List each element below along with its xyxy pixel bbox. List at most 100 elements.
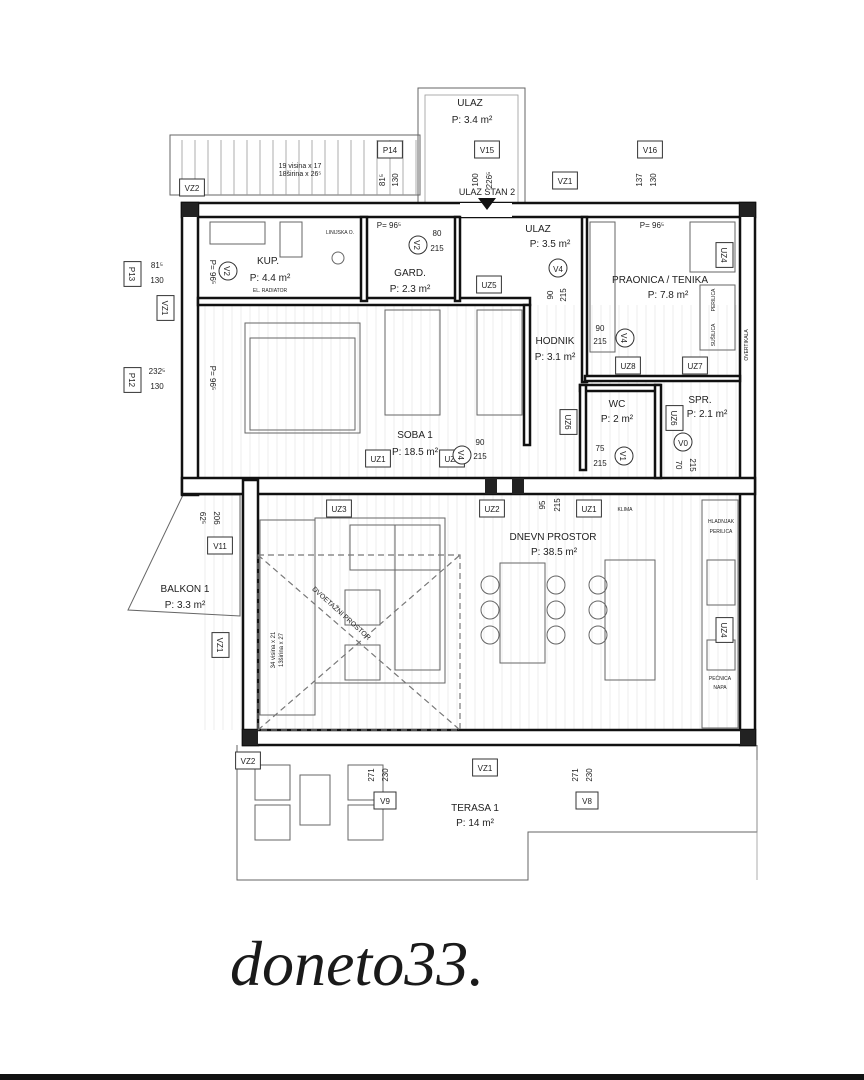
tag-box: [373, 791, 397, 810]
door-marker: [548, 258, 568, 278]
room-area: P: 3.3 m²: [165, 600, 206, 611]
element-tag: VZ1: [160, 301, 169, 316]
room-area: P: 3.5 m²: [530, 239, 571, 250]
element-tag: VZ2: [241, 757, 256, 766]
element-tag: V16: [643, 146, 658, 155]
door-label: V2: [412, 240, 421, 250]
element-tag: V8: [582, 797, 592, 806]
room-area: P: 3.1 m²: [535, 352, 576, 363]
tag-box: [156, 295, 175, 321]
dimension-label: 62⁵: [198, 512, 207, 524]
door-label: V1: [618, 451, 627, 461]
element-tag: UZ3: [331, 505, 347, 514]
room-name: SOBA 1: [397, 430, 433, 441]
door-marker: [673, 432, 693, 452]
room-name: HODNIK: [536, 336, 575, 347]
tag-box: [615, 356, 641, 375]
element-tag: V11: [213, 542, 227, 551]
plan-note: ULAZ STAN 2: [459, 187, 515, 197]
dimension-label: 130: [391, 173, 400, 187]
element-tag: P12: [127, 373, 136, 388]
plan-note: DVOETAŽNI PROSTOR: [310, 584, 372, 642]
dimension-label: 215: [430, 244, 444, 253]
room-area: P: 2.1 m²: [687, 409, 728, 420]
tag-box: [576, 499, 602, 518]
dimension-label: 271: [367, 768, 376, 782]
tag-box: [207, 536, 233, 555]
dimension-label: 215: [473, 452, 487, 461]
room-area: P: 4.4 m²: [250, 273, 291, 284]
dimension-label: 215: [593, 459, 607, 468]
walls: [180, 201, 757, 747]
level-label: P= 96⁵: [208, 366, 217, 390]
dimension-label: 215: [559, 288, 568, 302]
tag-box: [665, 405, 684, 431]
element-tag: UZ8: [620, 362, 636, 371]
plan-note: 34 visina x 21: [271, 631, 277, 668]
door-label: V4: [553, 265, 563, 274]
tag-box: [472, 758, 498, 777]
dimension-label: 226⁵: [485, 172, 494, 189]
tag-box: [637, 140, 663, 159]
plan-note: KLIMA: [617, 507, 633, 513]
room-area: P: 18.5 m²: [392, 447, 439, 458]
room-area: P: 3.4 m²: [452, 115, 493, 126]
element-tag: UZ1: [370, 455, 386, 464]
dimension-label: 130: [150, 276, 164, 285]
dimension-label: 95: [538, 500, 547, 509]
element-tag: UZ1: [581, 505, 597, 514]
dimension-label: 230: [381, 768, 390, 782]
furniture: [209, 221, 739, 841]
tag-box: [682, 356, 708, 375]
tag-box: [365, 449, 391, 468]
dimension-label: 130: [649, 173, 658, 187]
plan-note: NAPA: [713, 685, 727, 691]
tag-box: [235, 751, 261, 770]
bottom-bar: [0, 1074, 864, 1080]
plan-note: OVERTIKALA: [744, 329, 750, 361]
room-name: PRAONICA / TENIKA: [612, 275, 708, 286]
dimension-label: 70: [674, 461, 683, 470]
level-label: P= 96⁵: [377, 221, 401, 230]
element-tag: VZ1: [558, 177, 573, 186]
plan-note: PERILICA: [711, 288, 717, 311]
level-label: P= 96⁵: [208, 260, 217, 284]
tag-box: [474, 140, 500, 159]
room-area: P: 14 m²: [456, 818, 494, 829]
plan-note: 19 visina x 17: [279, 163, 322, 170]
dimension-label: 81⁵: [151, 261, 163, 270]
logo-signature: doneto33.: [230, 928, 484, 999]
element-tag: V9: [380, 797, 390, 806]
plan-note: SUŠILICA: [710, 323, 717, 346]
element-tag: UZ2: [484, 505, 500, 514]
element-tag: UZ6: [669, 410, 678, 426]
door-label: V0: [678, 439, 688, 448]
dimension-label: 100: [471, 173, 480, 187]
plan-note: EL. RADIATOR: [253, 288, 288, 294]
level-label: P= 96⁵: [640, 221, 664, 230]
dimension-label: 130: [150, 382, 164, 391]
tag-box: [123, 261, 142, 287]
dimension-label: 206: [212, 511, 221, 525]
tag-box: [476, 275, 502, 294]
dimension-label: 215: [593, 337, 607, 346]
dimension-label: 90: [596, 324, 605, 333]
tag-box: [123, 367, 142, 393]
plan-note: LINIJSKA O.: [326, 230, 354, 236]
tag-box: [479, 499, 505, 518]
door-label: V4: [456, 450, 465, 460]
room-name: SPR.: [688, 395, 711, 406]
room-area: P: 2.3 m²: [390, 284, 431, 295]
door-marker: [615, 328, 635, 348]
plan-note: PEĆNICA: [709, 675, 732, 682]
door-label: V4: [619, 333, 628, 343]
dimension-label: 137: [635, 173, 644, 187]
tag-box: [715, 617, 734, 643]
room-area: P: 2 m²: [601, 414, 634, 425]
element-tag: UZ6: [563, 414, 572, 430]
door-marker: [614, 446, 634, 466]
element-tag: V15: [480, 146, 495, 155]
element-tag: VZ2: [185, 184, 200, 193]
dimension-label: 215: [688, 458, 697, 472]
